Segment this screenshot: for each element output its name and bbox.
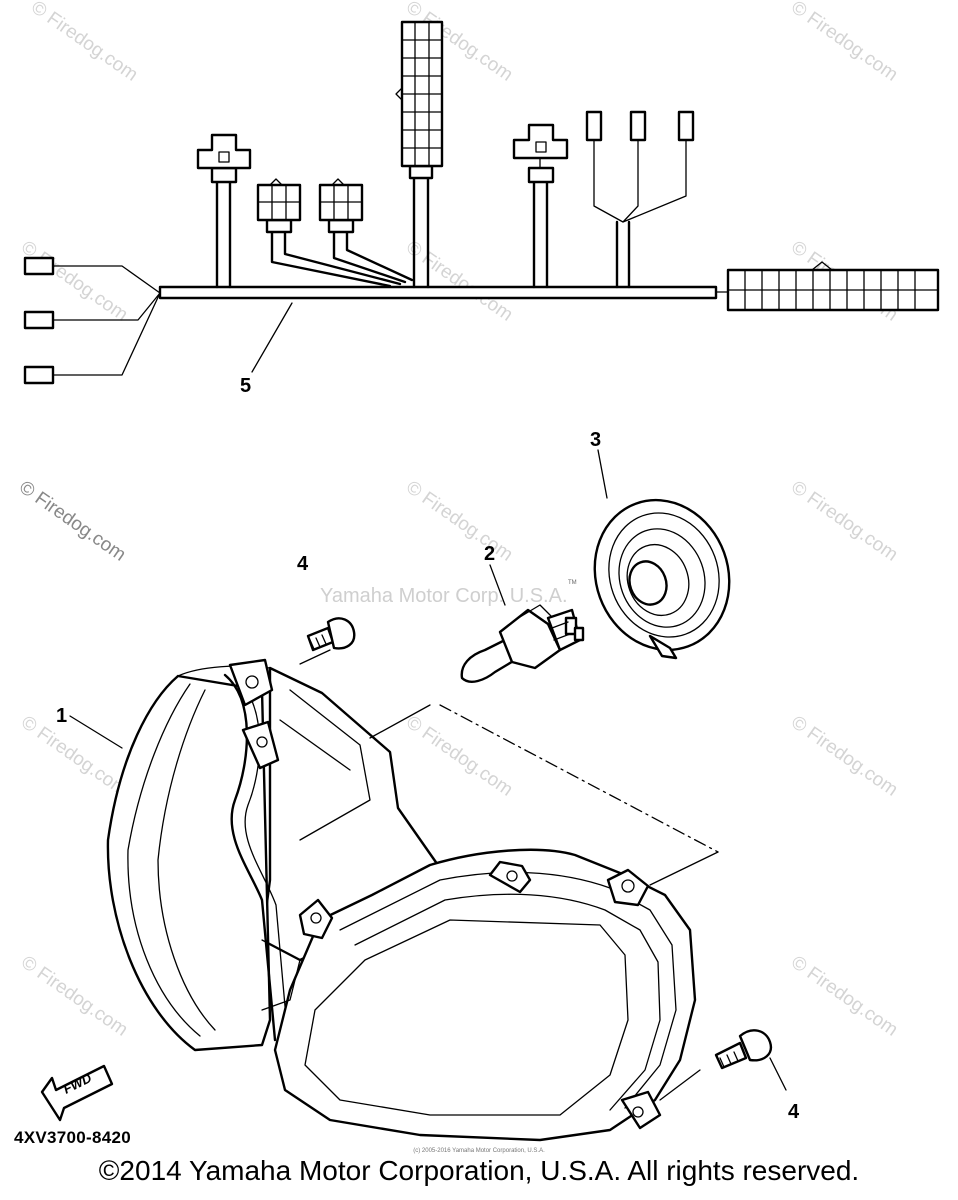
watermark-text: © Firedog.com [27,0,141,86]
bolt-top [299,617,356,665]
socket-cover [593,449,731,660]
callout-layer: 5 3 2 4 1 4 [56,375,800,1123]
wire-harness [23,20,940,385]
watermark-text: © Firedog.com [17,952,131,1041]
watermark-text: © Firedog.com [402,237,516,326]
part-code: 4XV3700-8420 [14,1128,132,1147]
bulb [460,564,585,683]
watermark-text: © Firedog.com [787,952,901,1041]
callout-5: 5 [240,375,251,397]
callout-3: 3 [590,429,601,451]
headlight-assembly [69,658,719,1142]
trademark-mark: TM [568,580,577,586]
callout-1: 1 [56,705,67,727]
fine-print: (c) 2005-2016 Yamaha Motor Corporation, … [413,1148,545,1154]
callout-2: 2 [484,543,495,565]
watermark-text: © Firedog.com [402,477,516,566]
bolt-bottom [659,1029,787,1101]
fwd-arrow[interactable]: FWD [40,1064,114,1122]
watermark-text: © Firedog.com [402,712,516,801]
callout-4-bottom: 4 [788,1101,800,1123]
watermark-text: © Firedog.com [787,712,901,801]
copyright-notice: ©2014 Yamaha Motor Corporation, U.S.A. A… [98,1155,860,1186]
watermark-text: © Firedog.com [17,712,131,801]
watermark-text: © Firedog.com [787,0,901,86]
watermark-text: © Firedog.com [15,477,129,566]
callout-4-top: 4 [297,553,309,575]
yamaha-watermark: Yamaha Motor Corp. U.S.A. [320,585,568,607]
watermark-text: © Firedog.com [787,477,901,566]
